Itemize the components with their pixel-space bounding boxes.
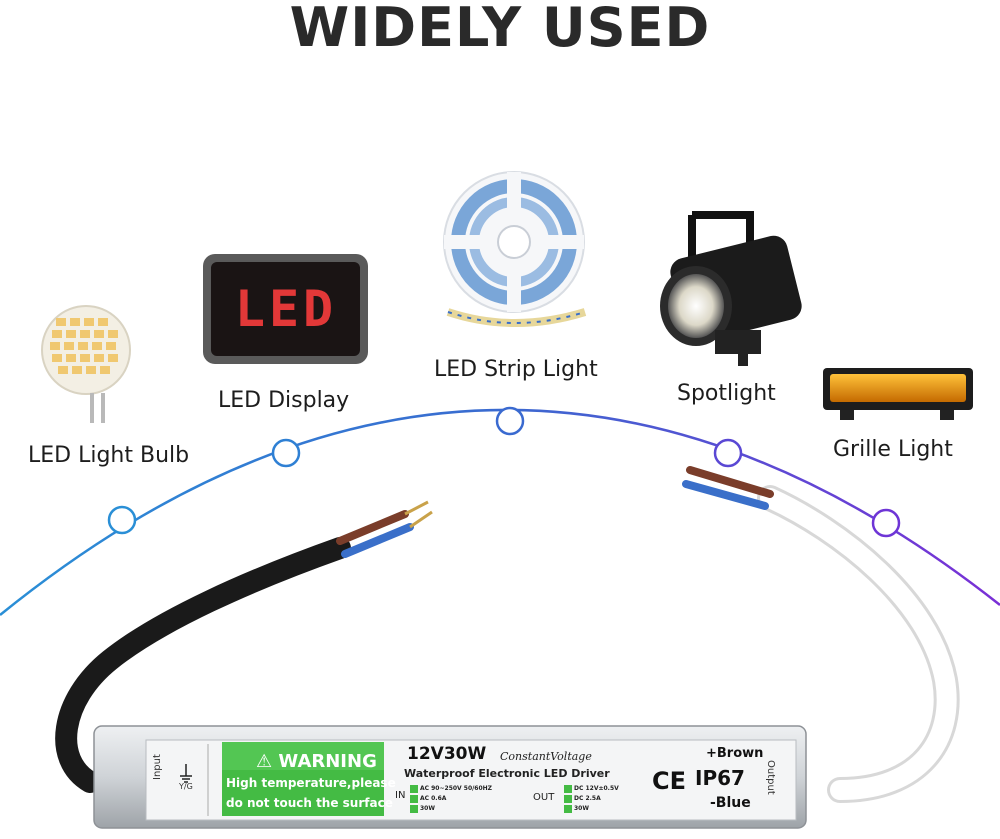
out-label: OUT [533, 792, 555, 803]
input-label: Input [152, 754, 163, 780]
driver-description: Waterproof Electronic LED Driver [404, 767, 610, 780]
warning-title: ⚠ WARNING [256, 751, 377, 772]
page-heading: WIDELY USED [289, 0, 711, 59]
ip-rating: IP67 [695, 766, 745, 790]
led-display-image: LED [203, 254, 368, 364]
input-spec-voltage: AC 90~250V 50/60HZ [420, 785, 493, 792]
ground-icon [180, 764, 192, 783]
output-spec-voltage: DC 12V±0.5V [574, 785, 619, 792]
warning-line-2: do not touch the surface [226, 796, 393, 810]
label-spotlight: Spotlight [677, 381, 776, 406]
input-spec-current: AC 0.6A [420, 795, 447, 802]
ce-mark: CE [652, 767, 687, 795]
negative-label: -Blue [710, 795, 751, 811]
led-strip-image [443, 171, 587, 327]
output-wire-brown [686, 466, 774, 498]
mode-label: ConstantVoltage [500, 750, 592, 763]
ground-label: Y/G [179, 782, 193, 791]
led-bulb-image [41, 305, 131, 423]
output-label: Output [765, 760, 776, 795]
display-text: LED [235, 280, 337, 338]
connection-arc [0, 408, 1000, 616]
positive-label: +Brown [706, 746, 764, 761]
label-grille-light: Grille Light [833, 437, 953, 462]
arc-node [871, 508, 901, 538]
led-driver [93, 725, 807, 829]
input-cable [55, 537, 351, 793]
input-wire-blue [341, 523, 414, 558]
in-label: IN [395, 790, 406, 801]
output-spec-current: DC 2.5A [574, 795, 601, 802]
spec-markers [410, 785, 572, 813]
arc-node [107, 505, 137, 535]
model-number: 12V30W [407, 744, 487, 764]
arc-node [713, 438, 743, 468]
label-led-light-bulb: LED Light Bulb [28, 443, 190, 468]
label-led-display: LED Display [218, 388, 350, 413]
arc-node [495, 406, 525, 436]
spotlight-image [660, 211, 802, 366]
arc-node [271, 438, 301, 468]
output-spec-power: 30W [574, 805, 589, 812]
input-wire-brown [336, 510, 409, 545]
grille-light-image [823, 368, 973, 420]
input-spec-power: 30W [420, 805, 435, 812]
warning-line-1: High temperature,please [226, 776, 396, 790]
output-wire-blue [682, 480, 769, 510]
label-led-strip-light: LED Strip Light [434, 357, 598, 382]
